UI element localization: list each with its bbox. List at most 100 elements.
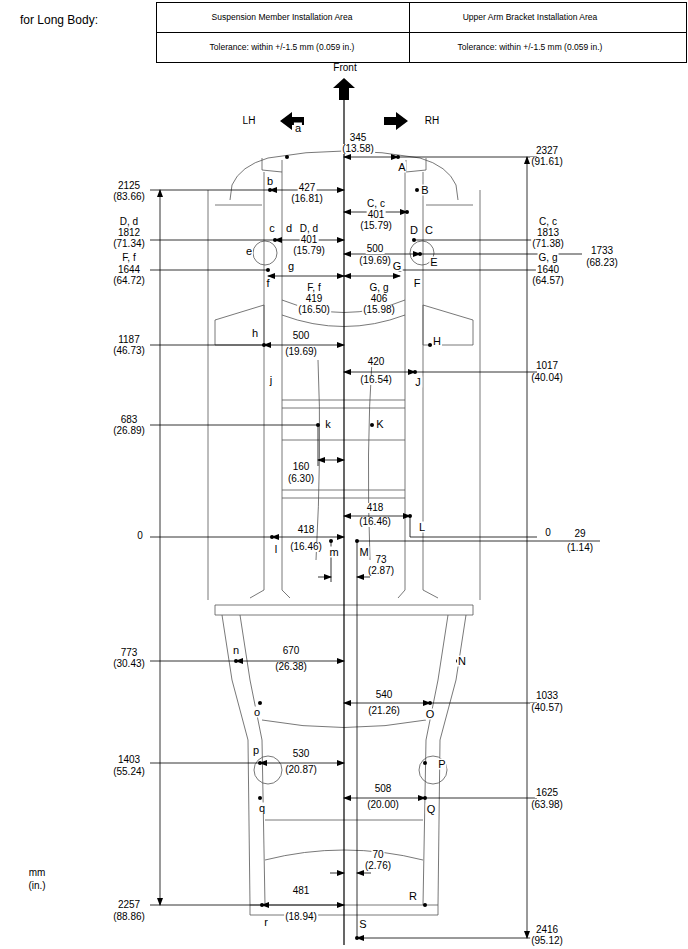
measure-points [234,155,460,940]
point-letter: l [274,544,278,555]
dimension-line [170,345,264,346]
dimension-value: (16.46) [358,517,392,527]
dimension-line [357,541,358,938]
dimension-value: (83.66) [112,192,146,202]
measure-point [355,936,359,940]
point-letter: c [268,223,276,234]
dimension-value: (26.38) [274,662,308,672]
dimension-line [330,873,344,874]
dimension-line [430,703,517,704]
dimension-line [410,537,517,538]
dimension-value: 406 [370,294,389,304]
point-letter: J [414,377,422,388]
dimension-line [400,270,517,271]
dimension-value: (18.94) [284,912,318,922]
dimension-line [150,345,170,346]
measure-point [258,701,262,705]
dimension-line [170,661,236,662]
point-letter: o [253,707,261,718]
point-letter: R [408,891,418,902]
dimension-value: (15.79) [359,221,393,231]
dimension-value: 1733 [590,246,614,256]
dimension-line [357,541,600,542]
dimension-line [150,537,170,538]
dimension-line [357,938,517,939]
dimension-value: 0 [544,528,552,538]
dimension-line [398,157,517,158]
point-letter: L [418,522,426,533]
center-line [343,100,344,945]
dimension-value: (6.30) [287,474,315,484]
point-letter: C [424,225,434,236]
dimension-line [318,460,344,461]
dimension-value: 420 [367,357,386,367]
dimension-value: (15.79) [292,246,326,256]
dimension-value: (1.14) [566,543,594,553]
point-letter: b [266,176,274,187]
dimension-value: 1644 [117,265,141,275]
measure-point [258,761,262,765]
point-letter: B [420,185,429,196]
dimension-value: (20.00) [366,800,400,810]
dimension-value: D, d [299,224,319,234]
dimension-value: 1625 [535,788,559,798]
dimension-value: 427 [298,183,317,193]
point-letter: E [429,257,438,268]
dimension-value: (55.24) [112,767,146,777]
dimension-value: LH [242,116,257,126]
measure-point [355,539,359,543]
point-letter: K [375,419,384,430]
dimension-line [170,905,262,906]
dimension-value: (71.34) [112,239,146,249]
measure-point [266,268,270,272]
dimension-value: (63.98) [530,800,564,810]
measure-point [270,535,274,539]
dimension-line [170,537,272,538]
dimension-value: 401 [367,210,386,220]
dimension-value: 500 [292,331,311,341]
dimension-value: 29 [573,529,586,539]
dimension-value: (2.76) [364,861,392,871]
dimension-line [357,577,370,578]
measure-point [415,188,419,192]
dimension-value: 773 [120,648,139,658]
point-letter: e [245,246,253,257]
dimension-value: 2257 [117,900,141,910]
dimension-value: 0 [136,531,144,541]
measure-point [260,903,264,907]
dimension-value: (71.38) [531,239,565,249]
point-letter: j [269,375,273,386]
dimension-line [425,798,517,799]
dimension-value: 418 [366,503,385,513]
point-letter: r [263,917,269,928]
dimension-value: G, g [369,283,390,293]
dimension-value: 540 [375,690,394,700]
point-letter: O [425,709,436,720]
dimension-value: 2416 [535,925,559,935]
dimension-value: (68.23) [585,258,619,268]
measure-point [412,238,416,242]
point-letter: n [232,645,240,656]
dimension-value: (30.43) [112,659,146,669]
dimension-line [415,372,517,373]
dimension-value: mm [28,868,47,878]
point-letter: F [413,278,422,289]
dimension-line [262,905,344,906]
dimension-line [410,516,411,537]
point-letter: S [358,919,367,930]
dimension-line [357,873,371,874]
dimension-line [344,157,398,158]
dimension-line [527,157,528,938]
measure-point [329,539,333,543]
dimension-lines [150,157,600,938]
dimension-line [344,372,415,373]
dimension-line [150,905,170,906]
dimension-line [170,240,275,241]
dimension-value: 1033 [535,691,559,701]
dimension-value: (20.87) [284,765,318,775]
dimension-value: (91.61) [530,157,564,167]
dimension-line [150,661,170,662]
dimension-value: 401 [300,235,319,245]
dimension-value: 160 [292,462,311,472]
